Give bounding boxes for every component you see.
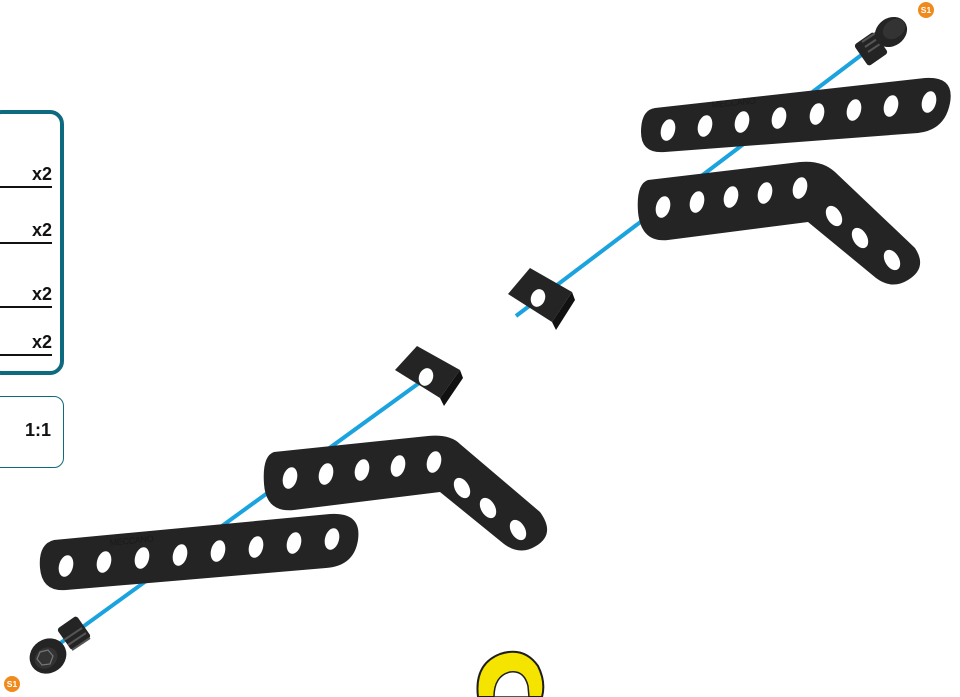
straight-strip-top: MECCANO — [641, 78, 951, 152]
step-badge-top: S1 — [918, 2, 934, 18]
screw-top — [854, 11, 913, 67]
step-badge-bottom: S1 — [4, 676, 20, 692]
angled-strip-top — [638, 162, 920, 285]
straight-strip-bottom: MECCANO — [40, 514, 359, 590]
square-nut-bottom — [395, 346, 463, 406]
guide-line-bottom — [44, 378, 426, 655]
washer-icon — [477, 652, 543, 697]
screw-bottom — [23, 615, 92, 680]
